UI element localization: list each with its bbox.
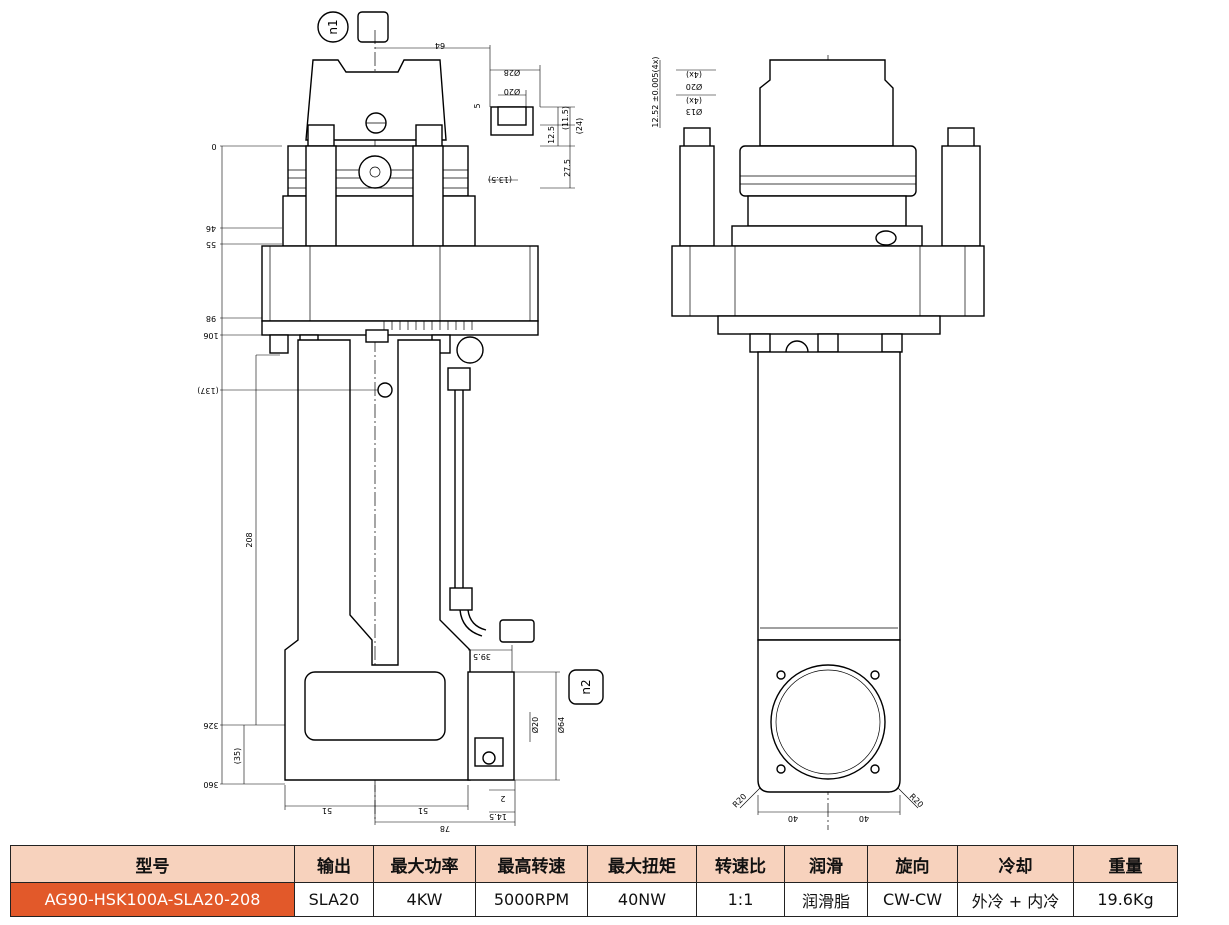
- cell-weight: 19.6Kg: [1073, 882, 1178, 917]
- svg-text:Ø20: Ø20: [530, 717, 540, 733]
- technical-drawing: n1 n2 0 46 55 98 106 (137) 208: [197, 11, 985, 833]
- svg-text:n2: n2: [579, 679, 593, 694]
- specs-table: 型号 输出 最大功率 最高转速 最大扭矩 转速比 润滑 旋向 冷却 重量 AG9…: [10, 845, 1178, 917]
- svg-text:5: 5: [473, 103, 482, 108]
- svg-text:55: 55: [206, 240, 216, 249]
- svg-text:Ø13: Ø13: [686, 107, 702, 117]
- rotation-symbol-n2: n2: [568, 669, 604, 705]
- header-rotation: 旋向: [867, 845, 958, 883]
- svg-text:(137): (137): [197, 386, 219, 395]
- svg-text:106: 106: [203, 331, 218, 340]
- svg-text:(24): (24): [575, 118, 584, 134]
- cell-max-speed: 5000RPM: [475, 882, 588, 917]
- header-lubrication: 润滑: [784, 845, 868, 883]
- svg-text:78: 78: [440, 824, 450, 833]
- specs-header-row: 型号 输出 最大功率 最高转速 最大扭矩 转速比 润滑 旋向 冷却 重量: [10, 845, 1178, 883]
- specs-data-row: AG90-HSK100A-SLA20-208 SLA20 4KW 5000RPM…: [10, 882, 1178, 917]
- svg-text:(4x): (4x): [686, 96, 702, 105]
- header-cooling: 冷却: [957, 845, 1074, 883]
- svg-text:98: 98: [206, 314, 216, 323]
- header-ratio: 转速比: [696, 845, 785, 883]
- svg-text:40: 40: [859, 814, 869, 823]
- svg-text:(13.5): (13.5): [488, 175, 512, 184]
- svg-text:(11.5): (11.5): [561, 106, 570, 130]
- svg-text:R20: R20: [731, 792, 749, 810]
- cell-cooling: 外冷 + 内冷: [957, 882, 1074, 917]
- header-max-speed: 最高转速: [475, 845, 588, 883]
- svg-text:360: 360: [203, 780, 218, 789]
- left-view: n1 n2 0 46 55 98 106 (137) 208: [197, 11, 604, 833]
- svg-text:40: 40: [788, 814, 798, 823]
- header-max-power: 最大功率: [373, 845, 476, 883]
- svg-text:51: 51: [418, 806, 428, 815]
- cell-rotation: CW-CW: [867, 882, 958, 917]
- cell-max-power: 4KW: [373, 882, 476, 917]
- cell-output: SLA20: [294, 882, 374, 917]
- svg-text:Ø64: Ø64: [556, 717, 566, 733]
- svg-text:(35): (35): [233, 748, 242, 764]
- svg-text:14.5: 14.5: [489, 812, 507, 821]
- cell-model: AG90-HSK100A-SLA20-208: [10, 882, 295, 917]
- svg-text:208: 208: [245, 532, 254, 547]
- svg-text:12.52 ±0.005(4x): 12.52 ±0.005(4x): [651, 56, 660, 127]
- svg-text:Ø28: Ø28: [504, 68, 520, 78]
- svg-text:39.5: 39.5: [473, 652, 491, 661]
- svg-text:51: 51: [322, 806, 332, 815]
- cell-lubrication: 润滑脂: [784, 882, 868, 917]
- header-output: 输出: [294, 845, 374, 883]
- svg-text:2: 2: [500, 794, 505, 803]
- header-max-torque: 最大扭矩: [587, 845, 697, 883]
- cell-ratio: 1:1: [696, 882, 785, 917]
- cell-max-torque: 40NW: [587, 882, 697, 917]
- svg-text:326: 326: [203, 721, 218, 730]
- svg-text:27.5: 27.5: [563, 159, 572, 177]
- header-weight: 重量: [1073, 845, 1178, 883]
- right-view: 12.52 ±0.005(4x) (4x) Ø20 (4x) Ø13 R20 R…: [651, 55, 985, 830]
- svg-text:(4x): (4x): [686, 70, 702, 79]
- svg-text:R20: R20: [908, 792, 926, 810]
- svg-text:n1: n1: [326, 19, 340, 34]
- svg-text:Ø20: Ø20: [504, 87, 520, 97]
- svg-text:64: 64: [435, 41, 445, 50]
- svg-text:46: 46: [206, 224, 216, 233]
- svg-text:Ø20: Ø20: [686, 82, 702, 92]
- header-model: 型号: [10, 845, 295, 883]
- rotation-symbol-n1: n1: [317, 11, 349, 43]
- svg-text:12.5: 12.5: [547, 126, 556, 144]
- svg-text:0: 0: [211, 143, 216, 152]
